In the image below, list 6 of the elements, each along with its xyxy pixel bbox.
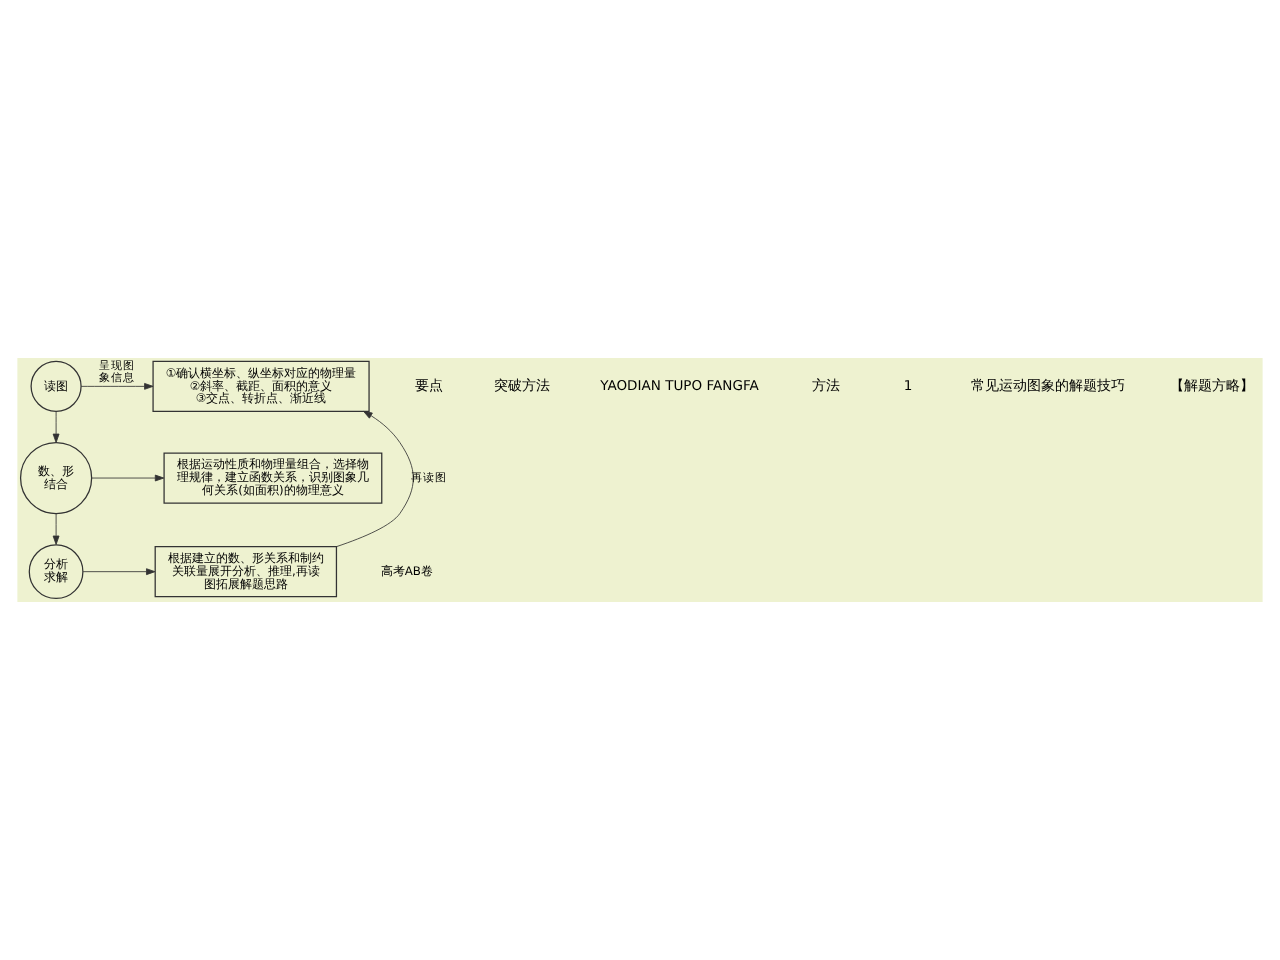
arrow <box>52 512 60 545</box>
arrow <box>80 383 154 390</box>
arrow <box>336 410 414 547</box>
arrow <box>52 410 60 443</box>
arrow <box>91 474 165 482</box>
arrow <box>82 568 156 576</box>
